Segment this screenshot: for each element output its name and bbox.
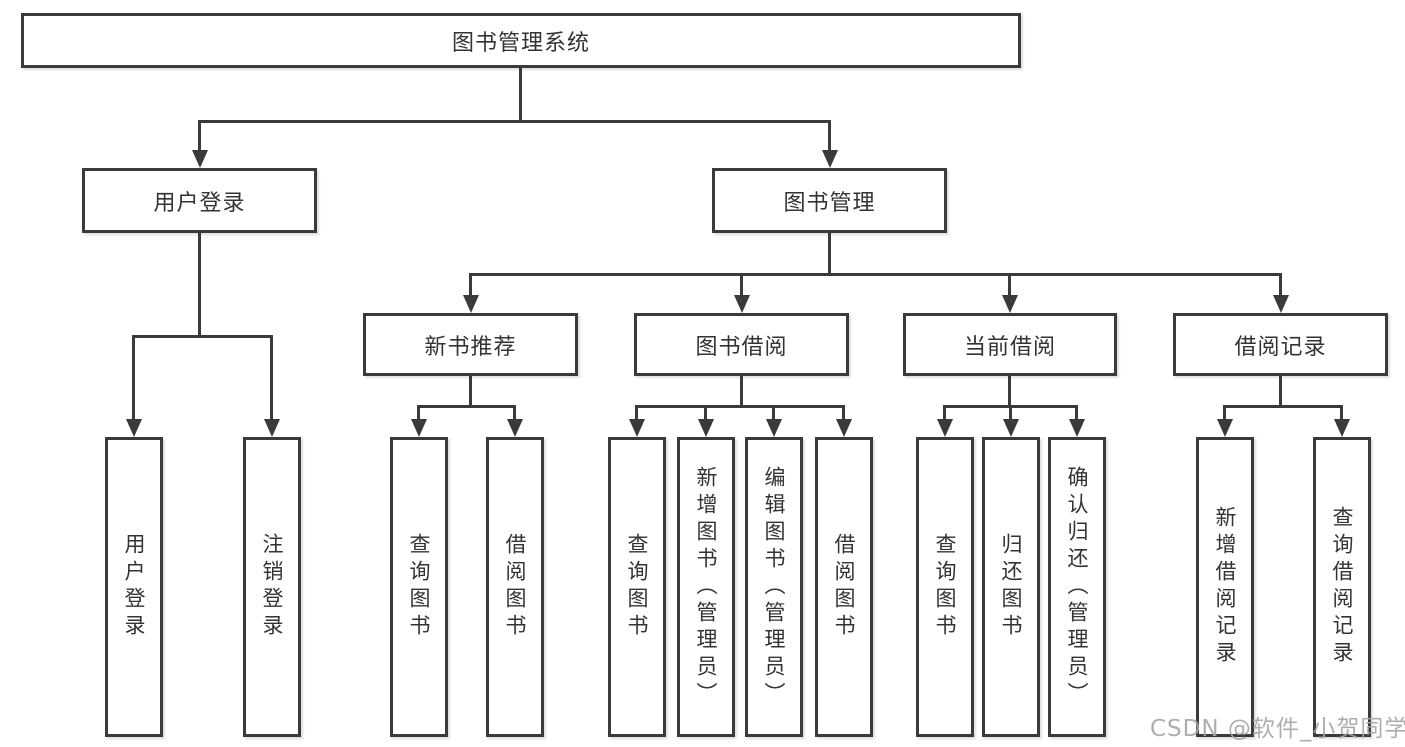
connector-user-login-stem [198, 233, 201, 338]
arrow-down-icon [411, 419, 427, 437]
connector-leaf [943, 405, 946, 421]
arrow-down-icon [507, 419, 523, 437]
arrow-down-icon [937, 419, 953, 437]
arrow-down-icon [1003, 419, 1019, 437]
connector-bar [635, 405, 845, 408]
connector-to-book-management [828, 120, 831, 152]
arrow-down-icon [1069, 419, 1085, 437]
connector-leaf [270, 335, 273, 421]
arrow-down-icon [734, 295, 750, 313]
connector-level1-bar [198, 120, 831, 123]
arrow-down-icon [836, 419, 852, 437]
node-current-borrowing: 当前借阅 [903, 313, 1117, 376]
connector-stem [1008, 376, 1011, 408]
connector-user-login-bar [132, 335, 273, 338]
connector-to-current-borrow [1008, 273, 1011, 297]
leaf-return-books: 归还图书 [982, 437, 1040, 737]
connector-leaf [635, 405, 638, 421]
leaf-add-books-admin: 新增图书（管理员） [677, 437, 735, 737]
leaf-edit-books-admin: 编辑图书（管理员） [745, 437, 803, 737]
arrow-down-icon [126, 419, 142, 437]
leaf-borrow-books: 借阅图书 [486, 437, 544, 737]
arrow-down-icon [766, 419, 782, 437]
leaf-query-books: 查询图书 [608, 437, 666, 737]
arrow-down-icon [1217, 419, 1233, 437]
node-user-login: 用户登录 [82, 168, 317, 233]
leaf-user-login: 用户登录 [105, 437, 163, 737]
connector-book-management-stem [828, 233, 831, 276]
leaf-confirm-return-admin: 确认归还（管理员） [1048, 437, 1106, 737]
node-book-management-system: 图书管理系统 [21, 13, 1021, 68]
connector-stem [1279, 376, 1282, 408]
connector-leaf [772, 405, 775, 421]
arrow-down-icon [1002, 295, 1018, 313]
arrow-down-icon [822, 150, 838, 168]
arrow-down-icon [1334, 419, 1350, 437]
leaf-logout: 注销登录 [243, 437, 301, 737]
connector-leaf [1009, 405, 1012, 421]
node-book-borrowing: 图书借阅 [634, 313, 849, 376]
connector-leaf [1340, 405, 1343, 421]
connector-to-new-book [469, 273, 472, 297]
watermark: CSDN @软件_小贺同学 [1150, 716, 1405, 742]
connector-to-book-borrow [740, 273, 743, 297]
leaf-query-books: 查询图书 [916, 437, 974, 737]
arrow-down-icon [463, 295, 479, 313]
connector-leaf [1075, 405, 1078, 421]
connector-leaf [132, 335, 135, 421]
leaf-borrow-books: 借阅图书 [815, 437, 873, 737]
connector-level2-bar [469, 273, 1282, 276]
leaf-query-borrow-records: 查询借阅记录 [1313, 437, 1371, 737]
arrow-down-icon [698, 419, 714, 437]
connector-stem [740, 376, 743, 408]
connector-root-stem [519, 68, 522, 123]
connector-leaf [1223, 405, 1226, 421]
connector-bar [417, 405, 516, 408]
connector-leaf [513, 405, 516, 421]
connector-leaf [704, 405, 707, 421]
connector-leaf [842, 405, 845, 421]
leaf-add-borrow-record: 新增借阅记录 [1196, 437, 1254, 737]
connector-to-borrow-records [1279, 273, 1282, 297]
node-borrowing-records: 借阅记录 [1173, 313, 1388, 376]
arrow-down-icon [192, 150, 208, 168]
leaf-query-books: 查询图书 [390, 437, 448, 737]
arrow-down-icon [629, 419, 645, 437]
connector-stem [469, 376, 472, 408]
arrow-down-icon [1273, 295, 1289, 313]
connector-leaf [417, 405, 420, 421]
node-new-book-recommendation: 新书推荐 [363, 313, 578, 376]
connector-bar [1223, 405, 1343, 408]
arrow-down-icon [264, 419, 280, 437]
connector-to-user-login [198, 120, 201, 152]
node-book-management: 图书管理 [712, 168, 947, 233]
